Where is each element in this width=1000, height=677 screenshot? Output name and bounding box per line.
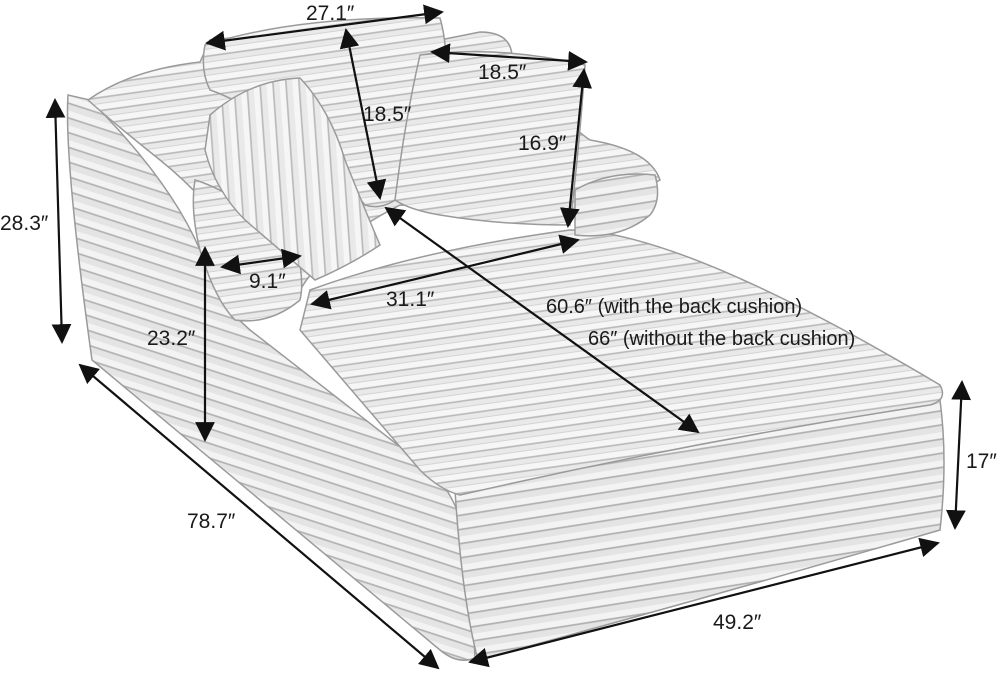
label-seat-height: 17″ [966,450,997,473]
arrow-seat-depth [384,206,700,434]
label-back-width: 27.1″ [306,2,355,25]
label-arm-width: 9.1″ [249,270,286,293]
arrow-seat-height [945,380,972,530]
label-overall-height: 28.3″ [0,212,49,235]
label-seat-depth-without-cushion: 66″ (without the back cushion) [588,328,856,350]
arrow-pillow-width [430,43,588,71]
label-back-pillow-height: 18.5″ [363,103,412,126]
right-arm [574,173,659,237]
dimension-arrows [45,4,972,670]
arrow-overall-width [468,537,940,668]
label-overall-length: 78.7″ [187,510,236,533]
label-seat-depth-with-cushion: 60.6″ (with the back cushion) [546,296,803,318]
arrow-back-width [205,4,444,51]
label-pillow-width: 18.5″ [478,61,527,84]
arrow-overall-height [45,98,72,344]
arrow-arm-width [220,248,302,275]
arrow-back-pillow-height [339,28,387,200]
label-pillow-height: 16.9″ [518,132,567,155]
label-seat-width: 31.1″ [386,288,435,311]
label-arm-height: 23.2″ [147,327,196,350]
label-overall-width: 49.2″ [713,611,762,634]
arrow-pillow-height [559,68,593,228]
arrow-overall-length [78,363,440,670]
